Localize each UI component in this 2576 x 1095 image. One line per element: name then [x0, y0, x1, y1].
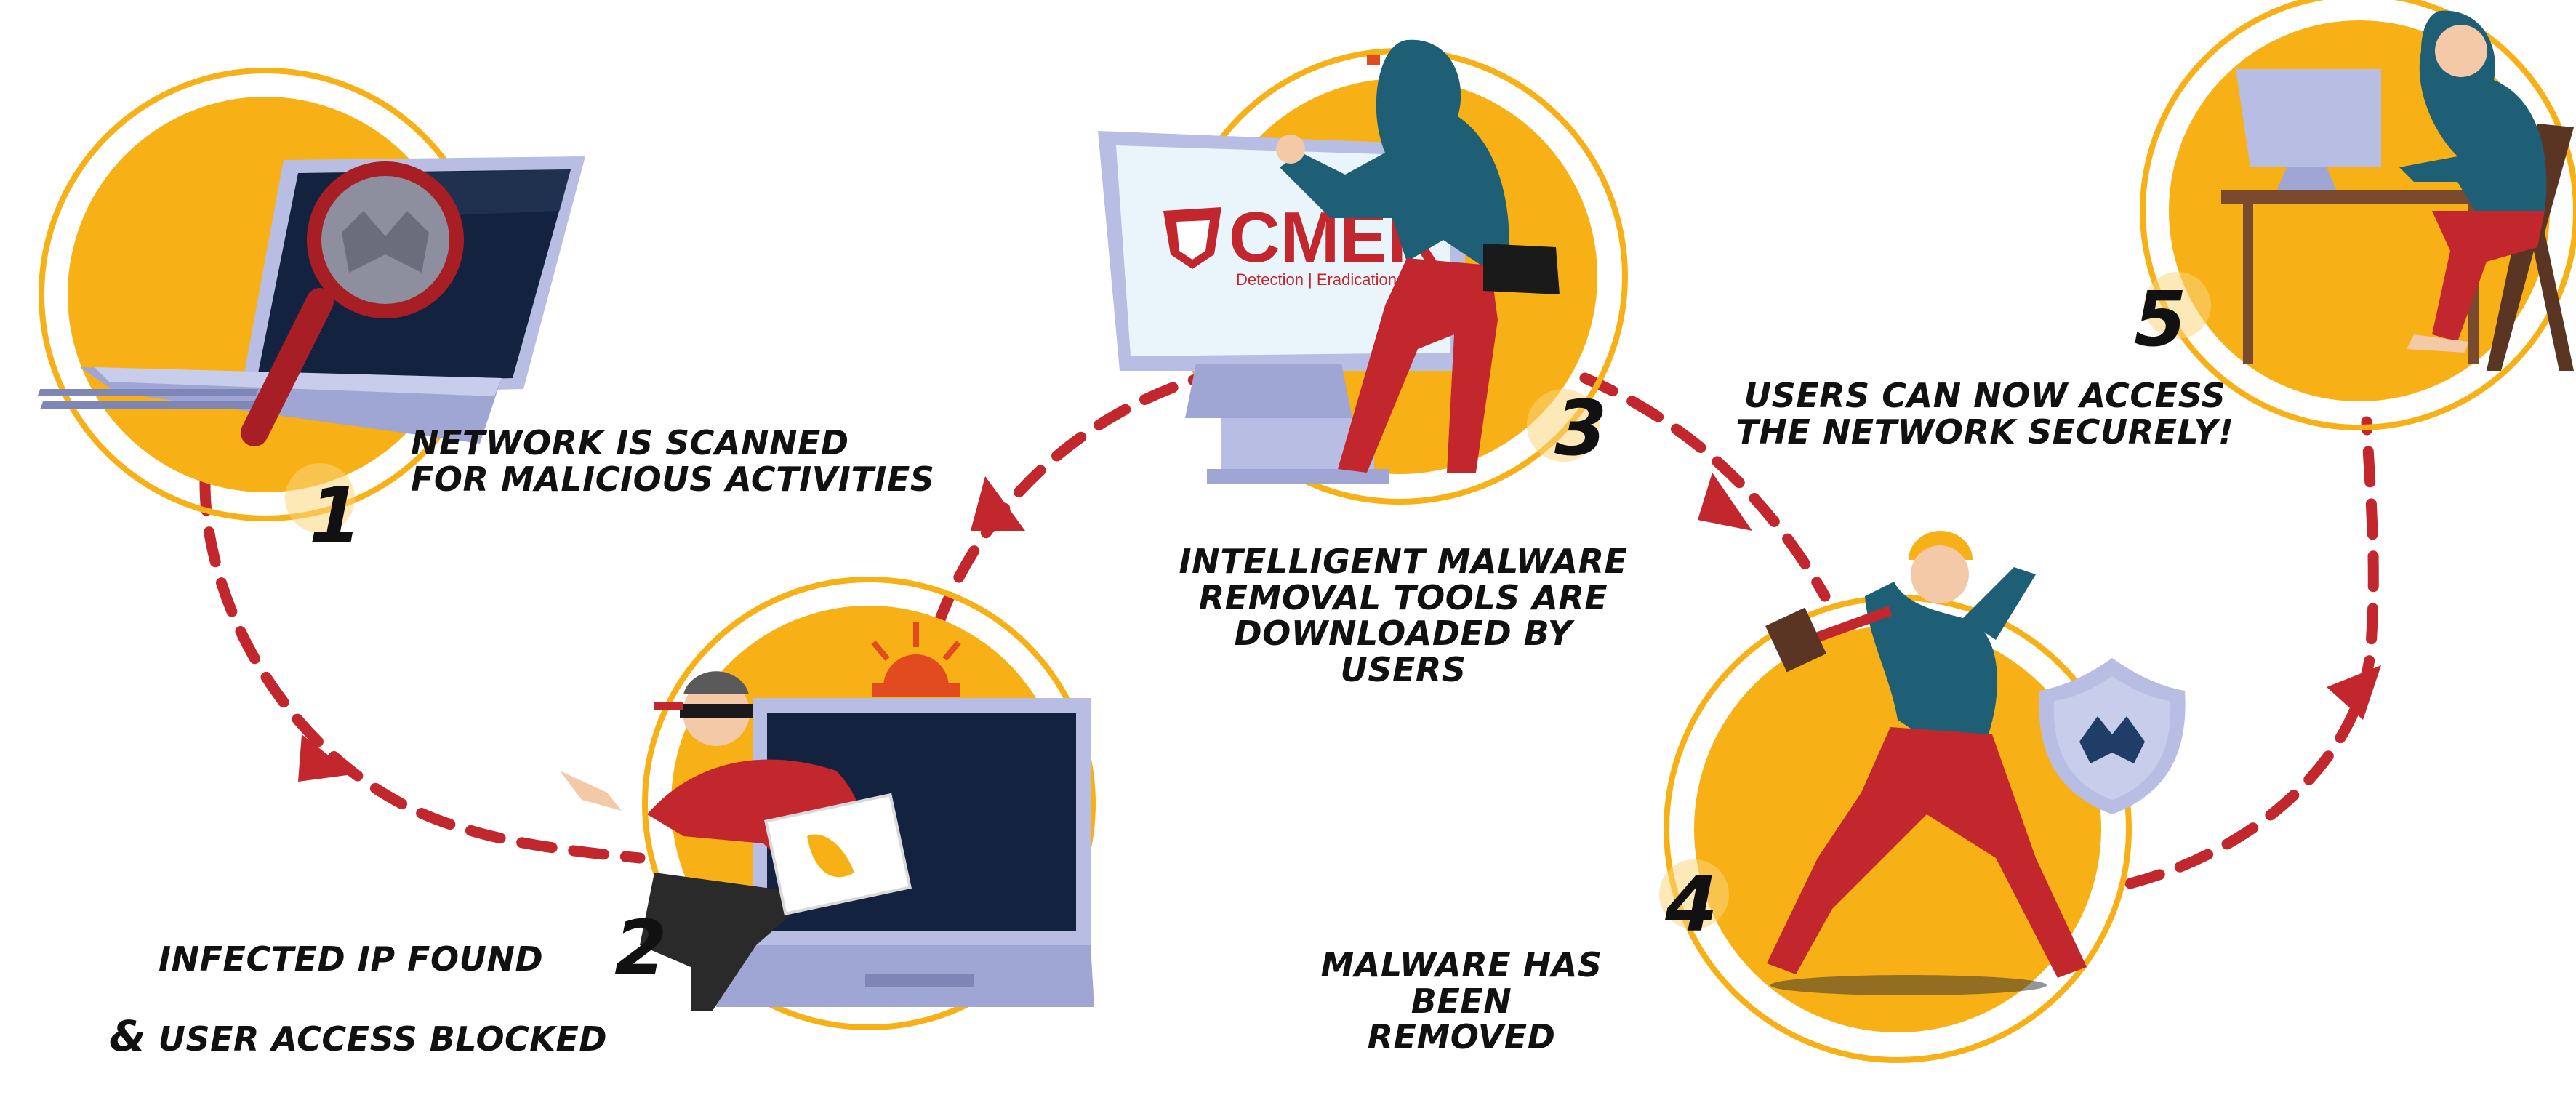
step-2-label-line1: INFECTED IP FOUND	[159, 939, 544, 979]
shield-icon	[2039, 658, 2186, 814]
step-5-number: 5	[2134, 275, 2186, 364]
arrowhead-3	[1698, 473, 1752, 531]
step-5-ring	[2140, 0, 2576, 430]
arrowhead-2	[971, 476, 1025, 531]
desk-monitor	[2236, 69, 2381, 167]
worker-figure	[1765, 531, 2087, 978]
alarm-light-icon	[871, 622, 961, 697]
step-2-label-line2: USER ACCESS BLOCKED	[158, 1019, 608, 1059]
step-3-label: INTELLIGENT MALWARE REMOVAL TOOLS ARE DO…	[1179, 542, 1628, 690]
step-2-illustration: 2	[560, 577, 1096, 1030]
desk	[2221, 190, 2519, 204]
step-2-number: 2	[614, 904, 667, 992]
flow-arrows	[199, 372, 2379, 889]
step-4-number: 4	[1664, 860, 1717, 949]
step-2-label: INFECTED IP FOUND & USER ACCESS BLOCKED	[109, 905, 607, 1095]
arrow-4-to-5	[2124, 416, 2379, 889]
step-5-label: USERS CAN NOW ACCESS THE NETWORK SECUREL…	[1736, 376, 2234, 452]
magnifier-icon	[241, 161, 464, 446]
arrowhead-1	[298, 734, 353, 782]
arrow-3-to-4	[1579, 372, 1831, 602]
step-2-ring	[642, 577, 1096, 1030]
seated-user-figure	[2399, 10, 2547, 353]
step-1-label: NETWORK IS SCANNED FOR MALICIOUS ACTIVIT…	[411, 423, 935, 499]
arrowheads	[298, 473, 2381, 782]
step-3-illustration: CMER Detection | Eradication | Remo 3	[1098, 39, 1628, 505]
arrow-2-to-3	[932, 372, 1205, 631]
step-2-label-line2-row: & USER ACCESS BLOCKED	[109, 1014, 607, 1059]
step-4-illustration: 4	[1659, 531, 2186, 1063]
arrow-1-to-2	[199, 474, 646, 864]
envelope-icon	[764, 793, 912, 916]
step-4-label: MALWARE HAS BEEN REMOVED	[1320, 945, 1602, 1057]
step-1-number: 1	[309, 471, 361, 560]
step-3-number: 3	[1554, 384, 1607, 473]
step-5-illustration: 5	[2134, 0, 2576, 430]
step-2-label-ampersand: &	[109, 1011, 147, 1062]
hacker-figure	[1276, 39, 1560, 473]
arrowhead-4	[2327, 665, 2381, 720]
step-1-illustration: 1	[37, 68, 585, 560]
